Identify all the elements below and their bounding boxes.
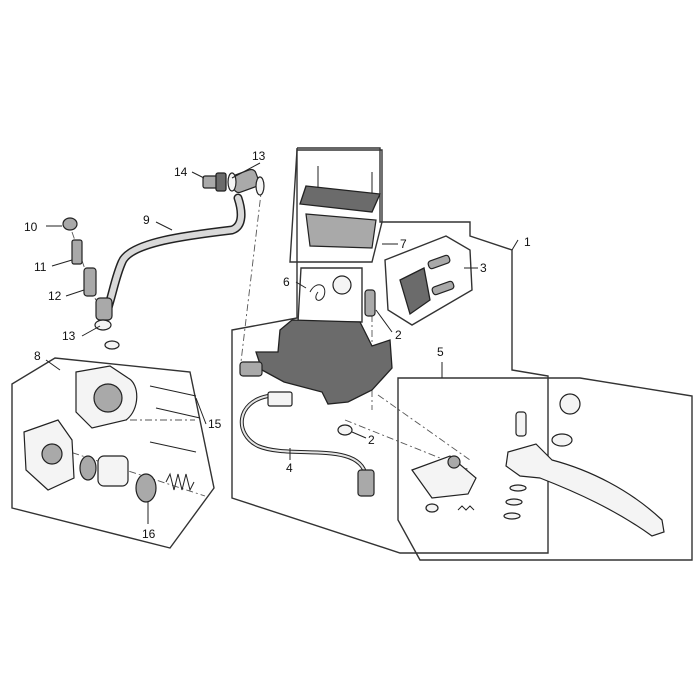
reservoir-float: [332, 275, 352, 295]
slave-bolt-a: [149, 385, 197, 397]
reservoir-cover: [299, 185, 381, 213]
piston-spring: [165, 472, 195, 492]
brake-switch: [267, 391, 293, 407]
master-cylinder-body: [255, 319, 393, 405]
lever-adapter-plate: [411, 455, 477, 499]
copper-washer-top-b: [255, 176, 265, 196]
group-5-frame: [397, 377, 693, 561]
slave-seal: [79, 455, 97, 481]
retaining-clip: [309, 284, 326, 301]
pivot-bolt: [515, 411, 527, 437]
callout-5: 5: [437, 345, 444, 359]
lever-clip-c: [503, 512, 521, 520]
leader-14: [191, 171, 205, 179]
leader-2b: [351, 431, 367, 439]
brake-switch-wire-highlight: [240, 395, 367, 477]
callout-13-bottom: 13: [62, 329, 76, 343]
callout-2-upper: 2: [395, 328, 402, 342]
callout-14: 14: [174, 165, 188, 179]
pivot-washer: [551, 433, 573, 447]
bleed-screw: [71, 239, 83, 265]
bleed-cap: [62, 217, 78, 231]
copper-washer-bottom-a: [94, 319, 112, 331]
group-7-frame: [289, 149, 383, 263]
washer-2-lower: [337, 424, 353, 436]
clamp-bolt-a: [427, 254, 451, 270]
bleed-fitting: [83, 267, 97, 297]
clamp-bolt-b: [431, 280, 455, 296]
axis-lever-pivot: [377, 394, 471, 461]
hydraulic-hose-highlight: [100, 195, 245, 325]
banjo-bolt-head: [215, 172, 227, 192]
slave-bolt-c: [149, 441, 197, 453]
callout-3: 3: [480, 261, 487, 275]
reservoir-diaphragm: [305, 213, 377, 249]
axis-caliper: [57, 447, 206, 497]
slave-bolt-b: [155, 407, 201, 419]
bolt-2-upper: [364, 289, 376, 317]
leader-11: [51, 259, 73, 267]
lever-clip-a: [509, 484, 527, 492]
leader-13a: [231, 162, 261, 179]
callout-7: 7: [400, 237, 407, 251]
copper-washer-bottom-b: [104, 340, 120, 350]
leader-1: [511, 239, 519, 251]
callout-13-top: 13: [252, 149, 266, 163]
hose-fitting-bottom: [95, 297, 113, 321]
handlebar-clamp: [399, 267, 431, 316]
callout-11: 11: [34, 260, 47, 274]
callout-8: 8: [34, 349, 41, 363]
callout-2-lower: 2: [368, 433, 375, 447]
adjuster-knob: [559, 393, 581, 415]
callout-6: 6: [283, 275, 290, 289]
axis-hose-to-pump: [239, 184, 263, 371]
callout-12: 12: [48, 289, 62, 303]
master-cylinder-boss: [239, 361, 263, 377]
slave-piston: [97, 455, 129, 487]
adapter-washer: [425, 503, 439, 513]
group-6-frame: [297, 267, 363, 323]
leader-2a: [375, 309, 393, 333]
switch-connector: [357, 469, 375, 497]
lever-clip-b: [505, 498, 523, 506]
leader-13b: [81, 325, 101, 337]
brake-switch-wire: [239, 394, 368, 478]
assembly-1-frame: [231, 147, 549, 554]
leader-15: [195, 397, 207, 425]
group-8-frame: [11, 357, 215, 549]
leader-12: [65, 289, 85, 297]
slave-cylinder-bore: [93, 383, 123, 413]
leader-9: [155, 221, 173, 231]
callout-1: 1: [524, 235, 531, 249]
callout-4: 4: [286, 461, 293, 475]
flange-bore: [41, 443, 63, 465]
adapter-spring: [457, 505, 475, 511]
callout-10: 10: [24, 220, 38, 234]
clutch-lever: [505, 443, 665, 537]
callout-9: 9: [143, 213, 150, 227]
callout-15: 15: [208, 417, 222, 431]
leader-8: [45, 359, 61, 371]
adapter-pin: [447, 455, 461, 469]
piston-seal: [135, 473, 157, 503]
group-3-frame: [384, 235, 473, 326]
leader-6: [295, 281, 307, 289]
callout-16: 16: [142, 527, 156, 541]
copper-washer-top-a: [227, 172, 237, 192]
